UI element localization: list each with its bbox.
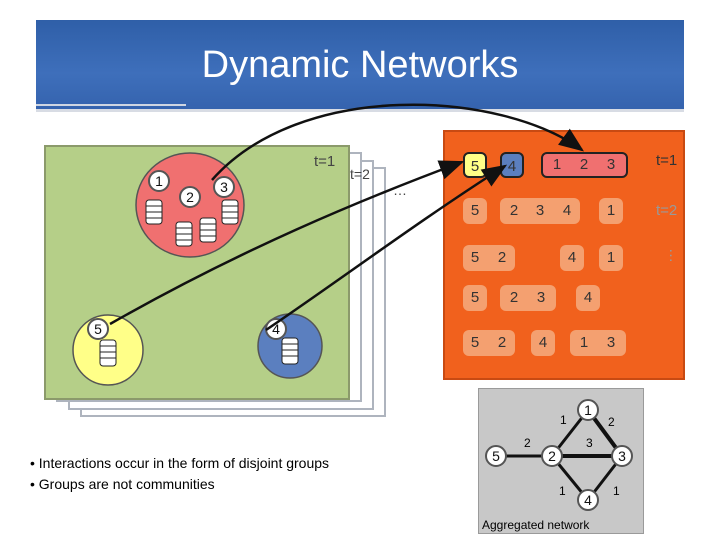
timeline-cell: 2: [509, 289, 519, 306]
agg-node-3: 3: [611, 445, 633, 467]
agg-node-2: 2: [541, 445, 563, 467]
edge-weight: 1: [560, 413, 567, 427]
zebra-icon: [199, 217, 217, 243]
snapshot-t2-label: t=2: [350, 166, 370, 182]
snapshot-node-1: 1: [148, 170, 170, 192]
timeline-cell: 2: [497, 334, 507, 351]
timeline-cell: 4: [562, 202, 572, 219]
title-underline: [36, 104, 186, 106]
bullet-list: • Interactions occur in the form of disj…: [30, 453, 329, 495]
timeline-cell: 3: [606, 156, 616, 173]
slide-title: Dynamic Networks: [201, 44, 519, 86]
zebra-icon: [175, 221, 193, 247]
timeline-cell: 2: [579, 156, 589, 173]
timeline-t2-label: t=2: [656, 202, 678, 219]
snapshot-node-2: 2: [179, 186, 201, 208]
timeline-cell: 4: [531, 330, 555, 356]
timeline-cell: 1: [579, 334, 589, 351]
edge-weight: 3: [586, 436, 593, 450]
timeline-cell: 1: [552, 156, 562, 173]
zebra-icon: [145, 199, 163, 225]
timeline-cell: 5: [470, 334, 480, 351]
agg-node-1: 1: [577, 399, 599, 421]
bullet-item: • Interactions occur in the form of disj…: [30, 455, 330, 471]
timeline-group: [463, 330, 515, 356]
timeline-cell: 5: [470, 249, 480, 266]
timeline-ellipsis: …: [666, 248, 683, 263]
timeline-cell: 2: [497, 249, 507, 266]
zebra-icon: [221, 199, 239, 225]
snapshot-node-3: 3: [213, 176, 235, 198]
timeline-cell: 1: [599, 245, 623, 271]
edge-weight: 2: [608, 415, 615, 429]
timeline-cell: 3: [535, 202, 545, 219]
timeline-group: [500, 285, 556, 311]
timeline-cell: 2: [509, 202, 519, 219]
timeline-group: [463, 245, 515, 271]
timeline-cell: 1: [599, 198, 623, 224]
timeline-cell: 4: [560, 245, 584, 271]
bullet-item: • Groups are not communities: [30, 476, 215, 492]
arrow-node-5: [109, 160, 465, 326]
zebra-icon: [281, 337, 299, 365]
timeline-group-123: [541, 152, 628, 178]
arrow-node-4: [265, 164, 508, 332]
timeline-cell: 3: [606, 334, 616, 351]
title-bar: [36, 20, 684, 112]
timeline-cell: 4: [576, 285, 600, 311]
edge-weight: 2: [524, 436, 531, 450]
timeline-group: [570, 330, 626, 356]
timeline-cell: 5: [463, 285, 487, 311]
timeline-group: [500, 198, 580, 224]
aggregated-network-caption: Aggregated network: [482, 518, 590, 532]
edge-weight: 1: [559, 484, 566, 498]
timeline-cell: 3: [536, 289, 546, 306]
agg-node-4: 4: [577, 489, 599, 511]
timeline-t1-label: t=1: [656, 152, 678, 169]
snapshot-t1-label: t=1: [314, 153, 336, 170]
edge-weight: 1: [613, 484, 620, 498]
timeline-cell: 5: [463, 198, 487, 224]
snapshot-node-5: 5: [87, 318, 109, 340]
zebra-icon: [99, 339, 117, 367]
arrow-group-123: [211, 103, 585, 181]
agg-node-5: 5: [485, 445, 507, 467]
